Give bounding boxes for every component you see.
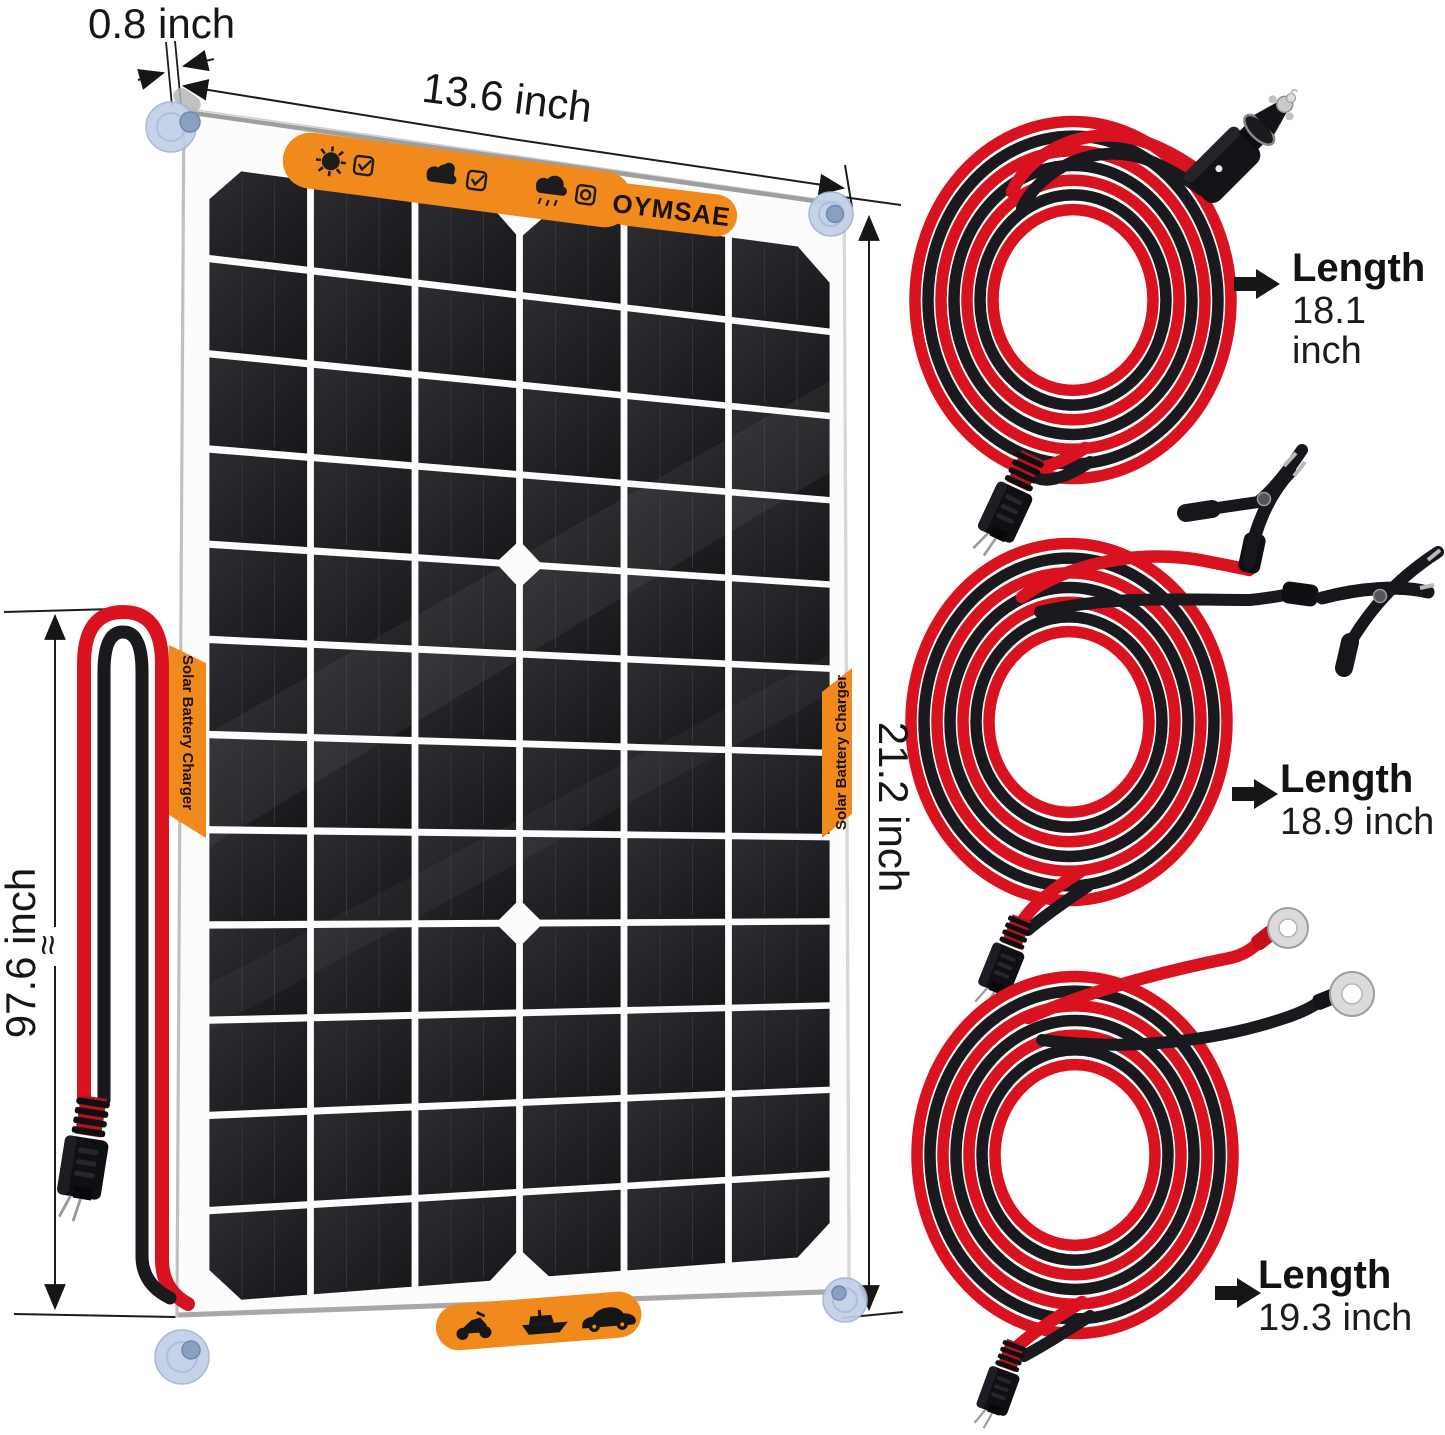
ring-terminal <box>1251 907 1309 951</box>
length-value: 18.1 inch <box>1292 290 1366 372</box>
rainy-icon <box>536 175 567 207</box>
checkbox-icon <box>352 154 375 177</box>
solar-panel: OYMSAE Solar Battery Charger Solar Batte… <box>169 107 852 1351</box>
side-label-right: Solar Battery Charger <box>822 668 852 838</box>
side-label-left: Solar Battery Charger <box>169 645 206 838</box>
suction-cup <box>154 1329 210 1385</box>
sae-connector-panel-cable <box>57 1094 110 1222</box>
cable-length-label: Length 18.1 inch <box>1292 247 1445 371</box>
suction-cup <box>145 87 201 153</box>
alligator-clip-cable <box>905 444 1444 1009</box>
approx-symbol: ≈ <box>27 935 69 955</box>
panel-height-annotation: 21.2 inch <box>870 721 917 893</box>
length-title: Length <box>1258 1253 1392 1297</box>
edge-width-annotation: 0.8 inch <box>88 0 236 47</box>
mode-indicator-icon <box>574 184 597 206</box>
weather-conditions-badge <box>282 132 633 228</box>
suction-cup-mounts <box>145 87 868 1385</box>
clip-screw <box>1372 588 1388 604</box>
motorcycle-icon <box>456 1310 492 1340</box>
brand-badge: OYMSAE <box>605 183 738 237</box>
cable-length-label: Length 19.3 inch <box>1258 1254 1412 1338</box>
cable-length-label: Length 18.9 inch <box>1280 758 1434 842</box>
dimension-cable-length <box>3 608 177 1318</box>
sae-connector <box>972 450 1044 557</box>
length-value: 19.3 inch <box>1258 1297 1413 1339</box>
length-title: Length <box>1292 246 1426 290</box>
svg-text:Solar Battery Charger: Solar Battery Charger <box>833 675 850 830</box>
car-icon <box>582 1307 637 1333</box>
suction-cup <box>808 191 854 237</box>
panel-glass-sheen <box>206 379 833 1032</box>
alligator-clip <box>1177 444 1308 574</box>
solar-cell-grid <box>209 171 830 1300</box>
sun-icon <box>315 146 346 177</box>
checkbox-icon <box>465 169 488 192</box>
partly-cloudy-icon <box>426 162 457 185</box>
sae-connector <box>974 914 1033 1009</box>
clip-screw <box>1256 491 1272 507</box>
cable-coil <box>911 970 1239 1340</box>
vehicle-compatibility-badge <box>435 1291 642 1351</box>
length-value: 18.9 inch <box>1280 801 1435 843</box>
panel-output-cable <box>77 604 195 1311</box>
suction-cup <box>822 1277 868 1323</box>
dimension-panel-width <box>181 79 853 208</box>
cigarette-lighter-adapter-cable <box>909 88 1299 557</box>
sae-connector <box>973 1338 1027 1429</box>
length-title: Length <box>1280 757 1414 801</box>
boat-icon <box>521 1309 568 1335</box>
ring-terminal <box>1312 971 1375 1017</box>
alligator-clip <box>1281 546 1444 677</box>
svg-text:Solar Battery Charger: Solar Battery Charger <box>179 655 196 810</box>
ring-terminal-cable <box>911 907 1375 1429</box>
cigarette-lighter-plug <box>1183 88 1299 203</box>
